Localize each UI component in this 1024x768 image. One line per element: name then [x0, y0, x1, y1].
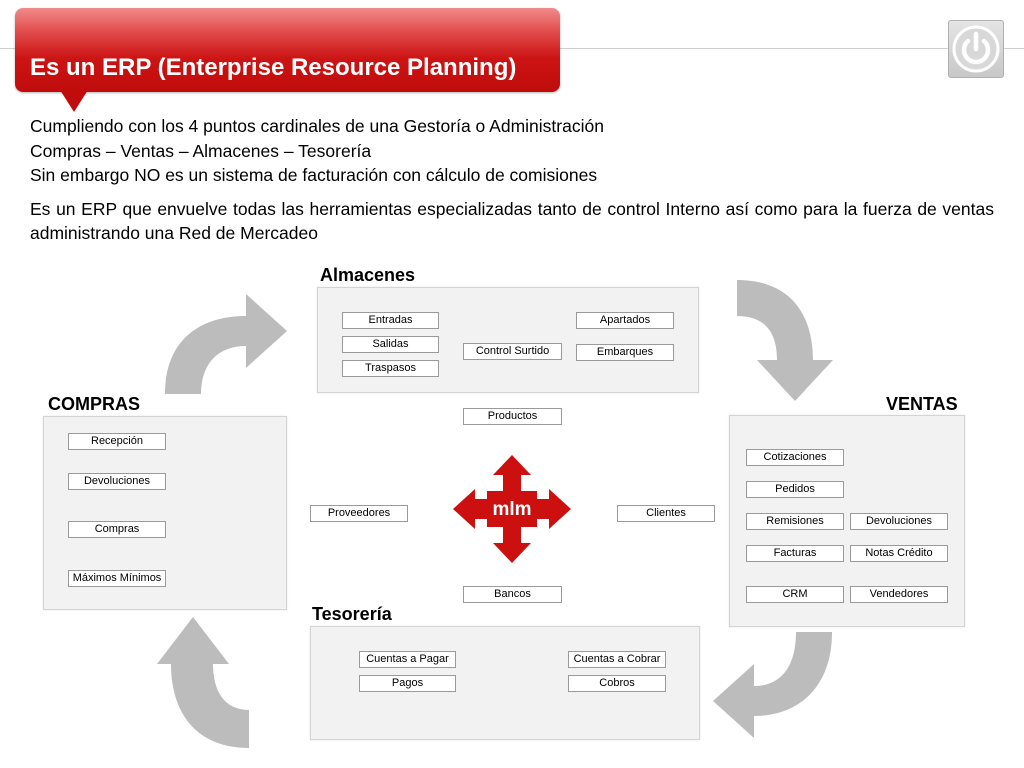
intro-line-3: Sin embargo NO es un sistema de facturac… [30, 165, 598, 185]
devoluciones-ventas-box: Devoluciones [850, 513, 948, 530]
entradas-box: Entradas [342, 312, 439, 329]
page-title: Es un ERP (Enterprise Resource Planning) [30, 54, 517, 81]
salidas-box: Salidas [342, 336, 439, 353]
curved-arrow-icon [157, 617, 249, 748]
vendedores-box: Vendedores [850, 586, 948, 603]
clientes-box: Clientes [617, 505, 715, 522]
title-banner-tail [60, 90, 88, 112]
proveedores-box: Proveedores [310, 505, 408, 522]
power-button[interactable] [948, 20, 1004, 78]
curved-arrow-icon [165, 294, 287, 394]
intro-paragraph: Es un ERP que envuelve todas las herrami… [30, 199, 994, 243]
facturas-box: Facturas [746, 545, 844, 562]
cuentas-cobrar-box: Cuentas a Cobrar [568, 651, 666, 668]
four-way-arrow-icon [453, 455, 571, 563]
cuentas-pagar-box: Cuentas a Pagar [359, 651, 456, 668]
ventas-label: VENTAS [886, 394, 958, 414]
traspasos-box: Traspasos [342, 360, 439, 377]
productos-box: Productos [463, 408, 562, 425]
remisiones-box: Remisiones [746, 513, 844, 530]
cotizaciones-box: Cotizaciones [746, 449, 844, 466]
crm-box: CRM [746, 586, 844, 603]
curved-arrow-icon [713, 632, 832, 738]
devoluciones-compras-box: Devoluciones [68, 473, 166, 490]
notas-credito-box: Notas Crédito [850, 545, 948, 562]
title-banner [15, 8, 560, 92]
maximos-minimos-box: Máximos Mínimos [68, 570, 166, 587]
power-icon [952, 25, 1000, 73]
almacenes-label: Almacenes [320, 265, 416, 285]
tesoreria-label: Tesorería [312, 604, 392, 624]
control-surtido-box: Control Surtido [463, 343, 562, 360]
compras-label: COMPRAS [48, 394, 141, 414]
bancos-box: Bancos [463, 586, 562, 603]
cobros-box: Cobros [568, 675, 666, 692]
apartados-box: Apartados [576, 312, 674, 329]
mlm-label: mlm [492, 499, 532, 520]
compras-box: Compras [68, 521, 166, 538]
pedidos-box: Pedidos [746, 481, 844, 498]
embarques-box: Embarques [576, 344, 674, 361]
pagos-box: Pagos [359, 675, 456, 692]
intro-line-1: Cumpliendo con los 4 puntos cardinales d… [30, 116, 604, 136]
curved-arrow-icon [737, 280, 833, 401]
recepcion-box: Recepción [68, 433, 166, 450]
intro-line-2: Compras – Ventas – Almacenes – Tesorería [30, 141, 372, 161]
